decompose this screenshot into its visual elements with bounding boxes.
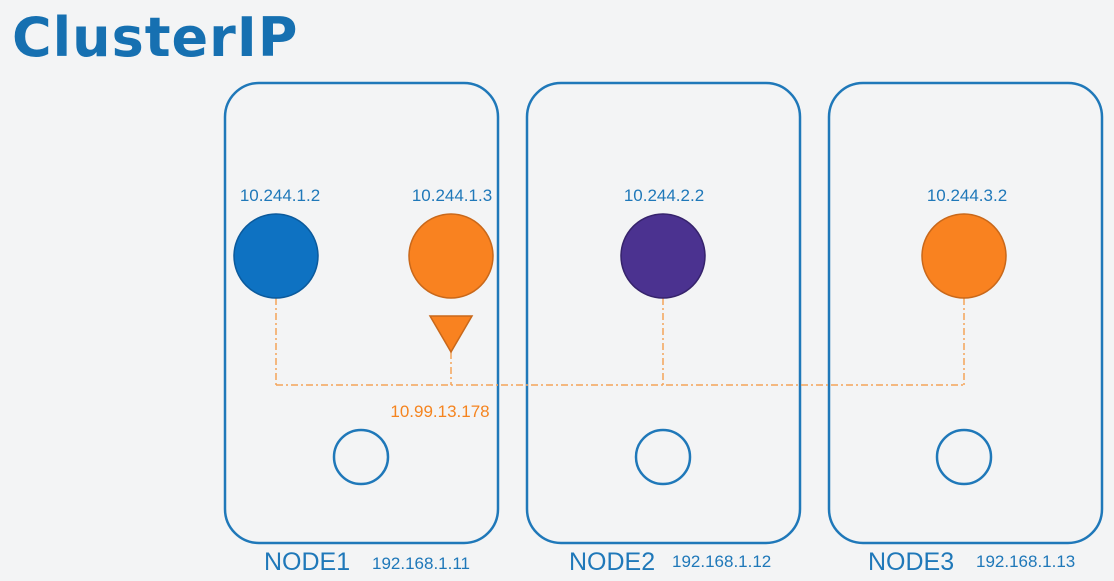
pod-ip-label: 10.244.2.2 [624,186,704,205]
node3-ip: 192.168.1.13 [976,552,1075,571]
node3-interface-circle [935,428,993,486]
node1-label: NODE1 [264,548,350,576]
node3-label: NODE3 [868,548,954,576]
page-title: ClusterIP [12,6,299,69]
node1-ip: 192.168.1.11 [372,554,470,573]
pod-network-lines [275,298,965,386]
pod-node2-1 [620,213,706,299]
pod-node3-1 [921,213,1007,299]
pod-node1-2 [408,213,494,299]
service-ip-label: 10.99.13.178 [390,402,489,421]
node2-ip: 192.168.1.12 [672,552,771,571]
pod-ip-label: 10.244.1.3 [412,186,492,205]
pod-node1-1 [233,213,319,299]
node1-box [223,81,500,545]
node3-box [827,81,1104,545]
node1-interface-circle [332,428,390,486]
pod-ip-label: 10.244.1.2 [240,186,320,205]
node2-label: NODE2 [569,548,655,576]
node2-interface-circle [634,428,692,486]
pod-ip-label: 10.244.3.2 [927,186,1007,205]
triangle-down-icon [428,315,474,354]
node2-box [525,81,802,545]
